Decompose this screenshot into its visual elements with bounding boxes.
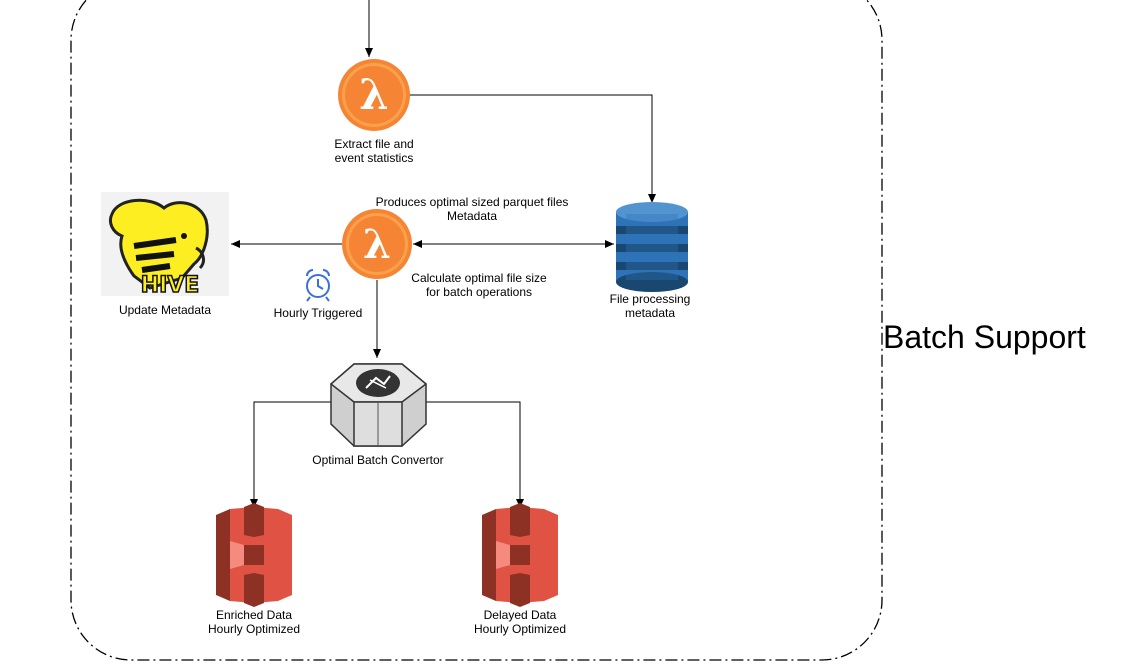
edge-converter-to-delayed <box>425 401 524 508</box>
lambda-icon: λ <box>342 209 412 279</box>
hive-logo: HIVE <box>101 192 229 299</box>
converter-label: Optimal Batch Convertor <box>312 453 444 467</box>
s3-delayed-label: Delayed Data Hourly Optimized <box>473 608 567 636</box>
alarm-clock-icon <box>306 269 330 302</box>
edges <box>231 0 656 508</box>
edge-converter-to-enriched <box>250 401 331 508</box>
dynamodb-icon <box>616 202 688 292</box>
dynamodb-label: File processing metadata <box>609 292 691 320</box>
s3-bucket-icon <box>482 503 558 607</box>
hive-label: Update Metadata <box>118 303 212 317</box>
timer-label: Hourly Triggered <box>273 306 363 320</box>
svg-text:λ: λ <box>363 221 391 268</box>
optimize-lambda-top-label: Produces optimal sized parquet files Met… <box>375 195 569 223</box>
batch-support-group-label: Batch Support <box>883 319 1086 355</box>
edge-extract-to-dynamodb <box>408 94 656 203</box>
svg-text:λ: λ <box>359 70 388 119</box>
hive-logo-text: HIVE <box>141 273 200 298</box>
extract-lambda-label: Extract file and event statistics <box>334 137 414 165</box>
lambda-icon: λ <box>338 59 410 131</box>
optimize-lambda-side-label: Calculate optimal file size for batch op… <box>411 271 547 299</box>
batch-converter-icon <box>329 363 428 447</box>
batch-support-group-border <box>70 0 883 661</box>
s3-bucket-icon <box>216 503 292 607</box>
s3-enriched-label: Enriched Data Hourly Optimized <box>207 608 301 636</box>
